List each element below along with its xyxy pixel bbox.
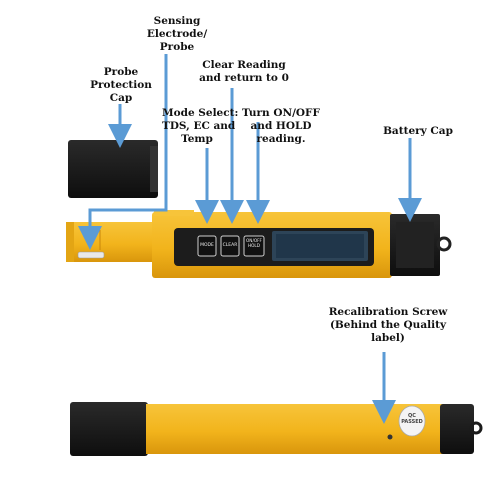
clear-button[interactable]: CLEAR — [222, 243, 238, 248]
label-probe-protection-cap: Probe Protection Cap — [90, 66, 152, 104]
label-sensing-electrode: Sensing Electrode/ Probe — [146, 15, 208, 53]
label-battery-cap: Battery Cap — [383, 125, 453, 137]
label-mode-select: Mode Select: TDS, EC and Temp — [162, 107, 239, 145]
meter-back-view — [70, 402, 483, 456]
meter-body — [152, 210, 392, 278]
sensing-electrode-probe — [66, 222, 158, 262]
probe-protection-cap — [68, 140, 158, 198]
qc-passed-label: QC PASSED — [401, 413, 423, 425]
battery-cap-part — [390, 214, 452, 276]
annotation-arrows-top — [78, 54, 422, 250]
label-recalibration-screw: Recalibration Screw (Behind the Quality … — [328, 306, 448, 344]
label-turn-on-off: Turn ON/OFF and HOLD reading. — [242, 107, 320, 145]
label-clear-reading: Clear Reading and return to 0 — [199, 59, 289, 84]
on-off-hold-button[interactable]: ON/OFF HOLD — [246, 238, 262, 248]
mode-button[interactable]: MODE — [200, 243, 214, 248]
